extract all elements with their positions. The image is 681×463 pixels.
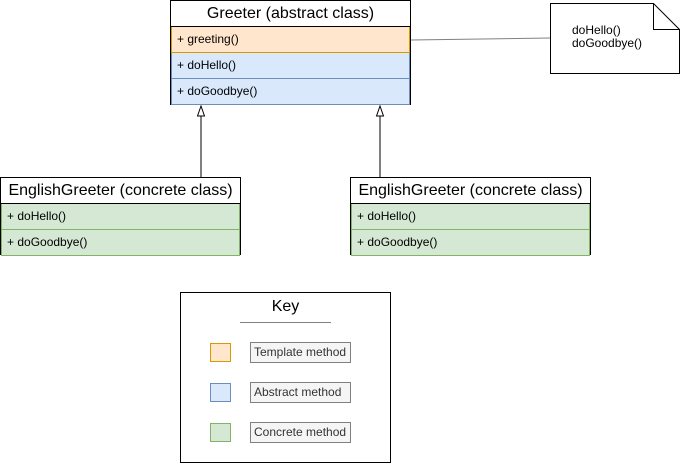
key-template-swatch [210,343,231,362]
note-shape [550,3,680,74]
english-greeter-left-dogoodbye-method[interactable]: + doGoodbye() [1,230,240,256]
key-divider [240,322,331,323]
key-title: Key [271,298,300,315]
greeter-dohello-method[interactable]: + doHello() [171,53,410,79]
key-concrete-label: Concrete method [250,422,351,443]
greeter-dogoodbye-method[interactable]: + doGoodbye() [171,79,410,105]
english-greeter-left-dohello-method[interactable]: + doHello() [1,204,240,230]
inheritance-arrowhead-left [196,104,206,117]
english-greeter-class-right[interactable]: EnglishGreeter (concrete class) + doHell… [350,177,591,256]
greeter-class-title: Greeter (abstract class) [171,1,410,27]
note-line-dogoodbye: doGoodbye() [572,36,643,50]
key-abstract-swatch [210,383,231,402]
english-greeter-right-dohello-method[interactable]: + doHello() [351,204,590,230]
english-greeter-class-left[interactable]: EnglishGreeter (concrete class) + doHell… [0,177,241,256]
key-legend: Key Template method Abstract method Conc… [180,292,391,463]
key-abstract-label: Abstract method [250,382,351,403]
greeting-method[interactable]: + greeting() [171,27,410,53]
greeter-abstract-class[interactable]: Greeter (abstract class) + greeting() + … [170,0,411,105]
key-template-label: Template method [250,342,351,363]
inheritance-arrowhead-right [375,104,385,117]
english-greeter-left-title: EnglishGreeter (concrete class) [1,178,240,204]
note-fold-icon [653,3,680,30]
english-greeter-right-title: EnglishGreeter (concrete class) [351,178,590,204]
note-link-line [410,37,551,41]
key-concrete-swatch [210,423,231,442]
note-line-dohello: doHello() [572,23,621,37]
english-greeter-right-dogoodbye-method[interactable]: + doGoodbye() [351,230,590,256]
